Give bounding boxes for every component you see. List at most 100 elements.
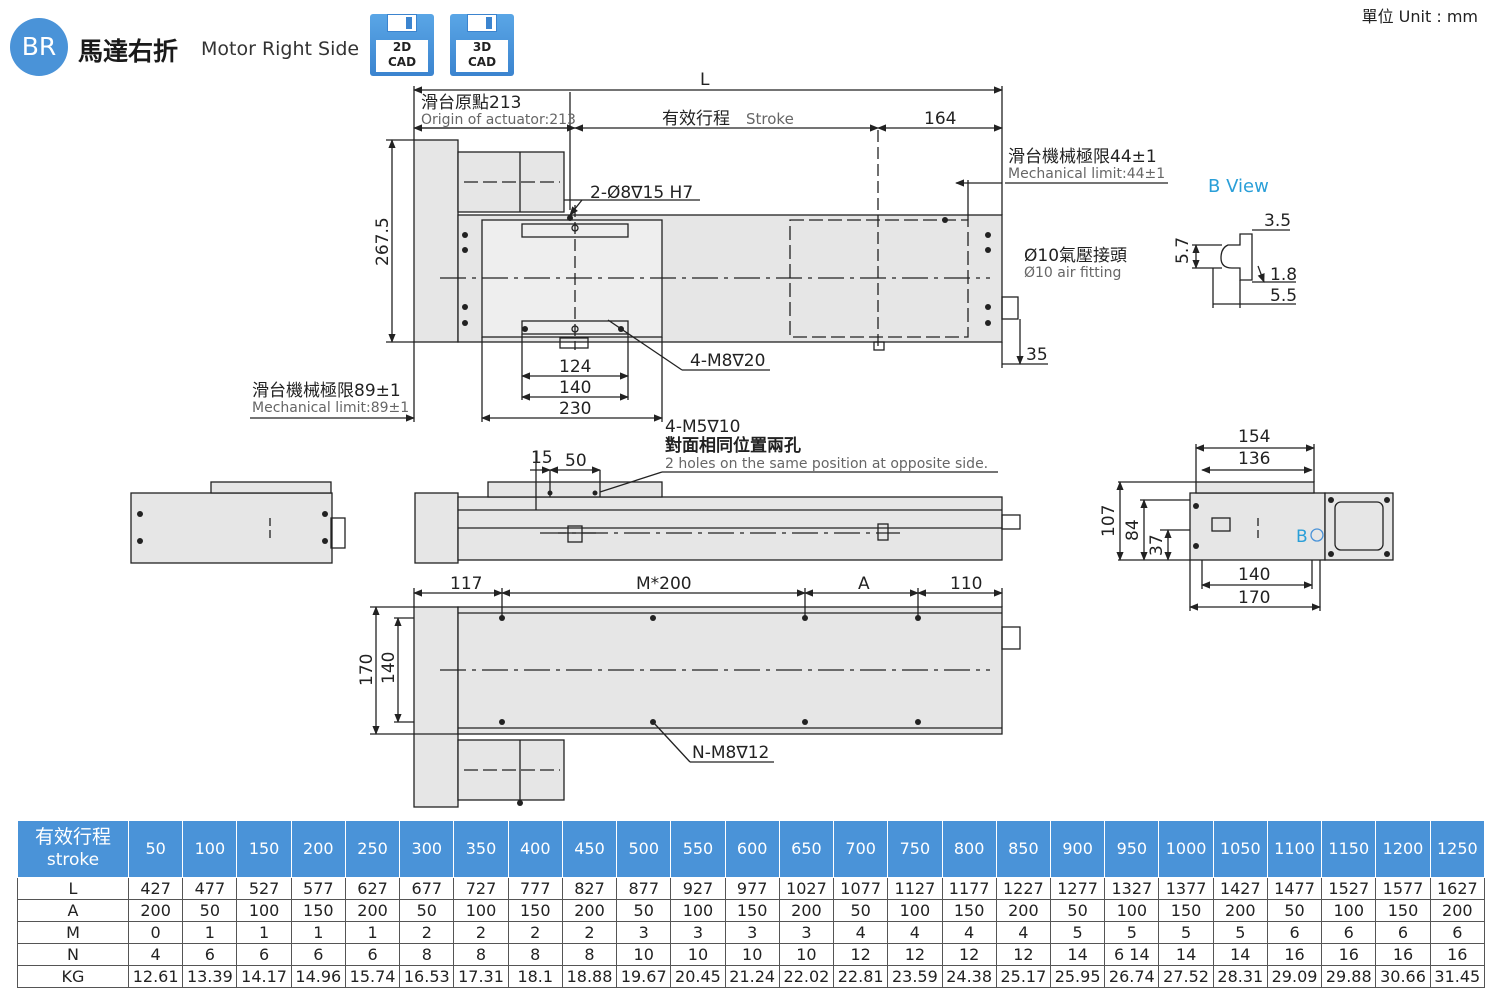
row-label: N [17,943,129,966]
stroke-col-header: 150 [236,820,292,878]
stroke-col-header: 1200 [1375,820,1431,878]
table-cell: 2 [561,921,618,944]
dim-84: 84 [1123,519,1143,541]
top-view [250,86,1168,422]
stroke-col-header: 650 [778,820,835,878]
table-cell: 4 [127,943,184,966]
table-cell: 4 [887,921,943,944]
stroke-col-header: 900 [1049,820,1106,878]
mech-limit-44: 滑台機械極限44±1 [1008,147,1157,167]
table-cell: 677 [399,877,455,900]
table-cell: 12 [941,943,997,966]
table-cell: 1427 [1212,877,1268,900]
table-cell: 577 [290,877,346,900]
cad-2d-sub: CAD [387,55,417,69]
table-cell: 22.02 [778,965,835,988]
stroke-col-header: 1050 [1212,820,1268,878]
table-cell: 14 [1212,943,1268,966]
stroke-col-header: 450 [561,820,618,878]
dim-107: 107 [1099,505,1119,537]
hole-spec-n-m8: N-M8∇12 [692,743,769,763]
table-cell: 16.53 [399,965,455,988]
table-cell: 10 [724,943,780,966]
left-end-view [130,481,346,564]
table-cell: 100 [236,899,292,922]
table-cell: 5 [1212,921,1268,944]
table-cell: 27.52 [1158,965,1214,988]
table-cell: 6 [1375,921,1431,944]
table-cell: 200 [778,899,835,922]
table-cell: 3 [670,921,726,944]
dim-5-5: 5.5 [1270,286,1297,306]
table-cell: 1627 [1429,877,1486,900]
stroke-col-header: 750 [887,820,943,878]
series-badge: BR [10,18,68,76]
table-cell: 777 [507,877,563,900]
row-label: KG [17,965,129,988]
stroke-col-header: 1000 [1158,820,1214,878]
dim-267-5: 267.5 [373,217,393,266]
opposite-holes-label-en: 2 holes on the same position at opposite… [665,456,988,472]
dim-L: L [700,70,710,90]
table-cell: 6 [344,943,401,966]
table-cell: 100 [670,899,726,922]
table-cell: 4 [833,921,889,944]
table-cell: 4 [995,921,1051,944]
floppy-icon [387,14,417,32]
table-cell: 1077 [833,877,889,900]
table-cell: 14.96 [290,965,346,988]
table-cell: 14.17 [236,965,292,988]
table-cell: 1127 [887,877,943,900]
table-cell: 1177 [941,877,997,900]
air-fitting-label: Ø10氣壓接頭 [1024,246,1127,266]
dim-50: 50 [565,451,587,471]
stroke-col-header: 250 [344,820,401,878]
table-cell: 12 [833,943,889,966]
table-cell: 100 [1321,899,1377,922]
table-cell: 1027 [778,877,835,900]
stroke-col-header: 200 [290,820,346,878]
dim-140-end: 140 [1238,565,1270,585]
technical-drawing: L 滑台原點213 Origin of actuator:213 有效行程 St… [130,70,1394,808]
stroke-col-header: 1250 [1429,820,1486,878]
table-cell: 100 [1104,899,1160,922]
table-cell: 25.17 [995,965,1051,988]
table-cell: 50 [182,899,238,922]
table-cell: 427 [127,877,184,900]
table-cell: 50 [1049,899,1106,922]
dim-110: 110 [950,574,982,594]
table-cell: 150 [724,899,780,922]
cad-3d-sub: CAD [467,55,497,69]
table-cell: 6 [182,943,238,966]
table-cell: 1 [182,921,238,944]
table-cell: 3 [616,921,672,944]
stroke-col-header: 350 [453,820,509,878]
table-cell: 877 [616,877,672,900]
table-cell: 1 [236,921,292,944]
dim-1-8: 1.8 [1270,265,1297,285]
cad-3d-label: 3D [472,40,492,54]
table-cell: 6 14 [1104,943,1160,966]
hole-spec-m5-10: 4-M5∇10 [665,417,740,437]
table-cell: 1477 [1266,877,1323,900]
table-cell: 29.88 [1321,965,1377,988]
origin-label-en: Origin of actuator:213 [421,112,576,128]
dim-A: A [858,574,870,594]
dim-164: 164 [924,109,956,129]
table-cell: 150 [941,899,997,922]
table-cell: 15.74 [344,965,401,988]
table-cell: 827 [561,877,618,900]
table-cell: 19.67 [616,965,672,988]
table-cell: 100 [453,899,509,922]
bottom-view [370,588,1021,808]
table-cell: 1577 [1375,877,1431,900]
table-cell: 200 [344,899,401,922]
mech-limit-89-en: Mechanical limit:89±1 [252,400,409,416]
dim-230: 230 [559,399,591,419]
stroke-col-header: 1100 [1266,820,1323,878]
